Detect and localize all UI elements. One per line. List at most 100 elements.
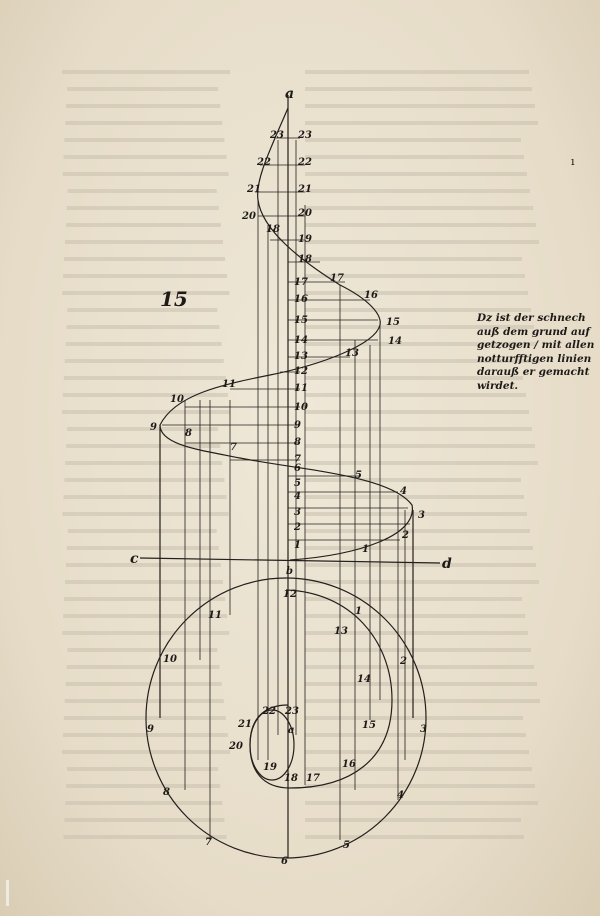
point-label: 1: [294, 540, 301, 551]
point-label: 8: [163, 787, 170, 798]
point-label: 15: [294, 315, 308, 326]
bleed-line: [63, 376, 226, 380]
bleed-line: [305, 835, 524, 839]
bleed-line: [305, 665, 534, 669]
bleed-line: [63, 495, 227, 499]
bleed-line: [64, 138, 225, 142]
plan-circle-outer: [145, 577, 427, 859]
bleed-line: [62, 733, 228, 737]
point-label: 9: [150, 422, 157, 433]
point-label: 4: [397, 790, 404, 801]
bleed-line: [305, 750, 529, 754]
bleed-line: [64, 597, 226, 601]
bleed-line: [63, 274, 228, 278]
bleed-line: [305, 70, 529, 74]
point-label: 1: [362, 544, 369, 555]
bleed-line: [305, 461, 538, 465]
point-label: 9: [147, 724, 154, 735]
point-label: 7: [230, 442, 237, 453]
point-label: 16: [342, 759, 356, 770]
bleed-line: [62, 291, 230, 295]
bleed-line: [64, 359, 224, 363]
bleed-line: [63, 835, 227, 839]
point-label: 2: [293, 522, 301, 533]
bleed-line: [305, 121, 538, 125]
caption-line: wirdet.: [477, 379, 519, 392]
point-label: 11: [222, 379, 236, 390]
bleed-line: [62, 393, 228, 397]
axis-line-c-d: [139, 557, 441, 564]
bleed-line: [62, 512, 229, 516]
point-label: 11: [208, 610, 222, 621]
point-label: 5: [355, 470, 362, 481]
bleed-line: [305, 359, 540, 363]
bleed-through-text: [62, 70, 540, 839]
bleed-line: [66, 206, 219, 210]
bleed-line: [305, 716, 523, 720]
bleed-line: [305, 274, 525, 278]
point-label: 12: [294, 366, 308, 377]
bleed-line: [305, 104, 535, 108]
point-label: 17: [294, 277, 308, 288]
point-label: 22: [261, 706, 276, 717]
bleed-line: [67, 648, 218, 652]
point-label: 4: [400, 486, 407, 497]
bleed-line: [305, 308, 531, 312]
bleed-line: [65, 342, 222, 346]
point-label: 10: [170, 394, 184, 405]
bleed-line: [65, 682, 222, 686]
bleed-line: [63, 716, 226, 720]
axis-label-left: c: [130, 551, 139, 567]
bleed-line: [64, 818, 225, 822]
bleed-line: [67, 529, 217, 533]
bleed-line: [305, 410, 529, 414]
point-label: 9: [294, 420, 301, 431]
bleed-line: [67, 308, 218, 312]
bleed-line: [64, 699, 224, 703]
horizontal-level-lines: [162, 137, 410, 541]
bleed-line: [305, 427, 532, 431]
point-label: 23: [284, 706, 299, 717]
bleed-line: [305, 189, 530, 193]
point-label: 22: [297, 157, 312, 168]
plan-spiral: [249, 589, 393, 789]
point-label: 2: [399, 656, 407, 667]
bleed-line: [65, 121, 223, 125]
bleed-line: [305, 801, 538, 805]
point-label: 8: [185, 428, 192, 439]
bleed-line: [66, 784, 221, 788]
bleed-line: [305, 206, 533, 210]
bleed-line: [305, 342, 537, 346]
bleed-line: [66, 325, 220, 329]
bleed-line: [305, 478, 521, 482]
point-label: 20: [241, 211, 256, 222]
vertical-construction-lines: [184, 140, 406, 840]
point-label: 6: [281, 856, 288, 867]
bleed-line: [62, 750, 230, 754]
page-mark: ı: [571, 155, 575, 168]
bleed-line: [305, 767, 532, 771]
point-label: 10: [294, 402, 308, 413]
point-label: 14: [388, 336, 402, 347]
point-label: 18: [298, 254, 312, 265]
point-label: 5: [343, 840, 350, 851]
point-label: 3: [420, 724, 427, 735]
axis-label-top: a: [285, 86, 294, 102]
point-label: 4: [294, 491, 301, 502]
bleed-line: [305, 529, 530, 533]
caption-line: Dz ist der schnech: [477, 312, 586, 324]
bleed-line: [65, 240, 223, 244]
point-label: 18: [266, 224, 280, 235]
point-label: 17: [330, 273, 344, 284]
bleed-line: [66, 665, 220, 669]
point-label: 20: [228, 741, 243, 752]
bleed-line: [305, 648, 531, 652]
caption-line: getzogen / mit allen: [477, 339, 595, 351]
bleed-line: [67, 427, 219, 431]
bleed-line: [305, 291, 528, 295]
point-label: 14: [294, 335, 308, 346]
library-stamp: [6, 880, 23, 906]
bleed-line: [305, 784, 535, 788]
bleed-line: [305, 376, 523, 380]
point-label: 5: [294, 478, 301, 489]
